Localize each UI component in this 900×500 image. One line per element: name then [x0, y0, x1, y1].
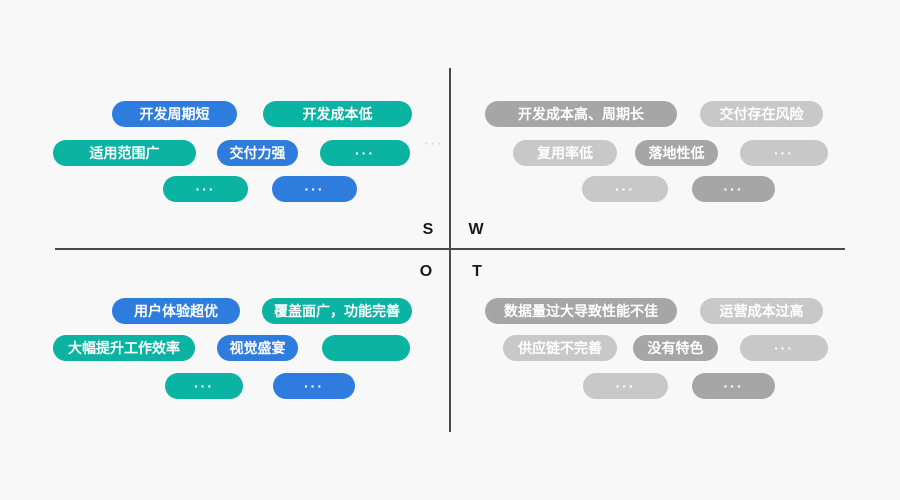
horizontal-axis-line: [55, 248, 845, 250]
swot-pill-threats: ···: [583, 373, 668, 399]
swot-pill-opportunities: 视觉盛宴: [217, 335, 298, 361]
swot-pill-weaknesses: 落地性低: [635, 140, 718, 166]
quadrant-letter-o: O: [419, 263, 433, 280]
swot-pill-threats: 运营成本过高: [700, 298, 823, 324]
swot-pill-weaknesses: 开发成本高、周期长: [485, 101, 677, 127]
quadrant-letter-s: S: [422, 221, 434, 238]
overflow-dots-background: ···: [424, 135, 444, 151]
swot-pill-opportunities: ···: [273, 373, 355, 399]
swot-pill-opportunities: 用户体验超优: [112, 298, 240, 324]
swot-pill-weaknesses: ···: [692, 176, 775, 202]
swot-pill-opportunities: [322, 335, 410, 361]
swot-pill-opportunities: 大幅提升工作效率: [53, 335, 195, 361]
swot-pill-weaknesses: 复用率低: [513, 140, 617, 166]
swot-pill-strengths: 交付力强: [217, 140, 298, 166]
swot-pill-threats: 没有特色: [633, 335, 718, 361]
swot-pill-threats: 供应链不完善: [503, 335, 617, 361]
swot-pill-strengths: 开发周期短: [112, 101, 237, 127]
swot-pill-opportunities: ···: [165, 373, 243, 399]
swot-pill-threats: ···: [692, 373, 775, 399]
swot-pill-weaknesses: ···: [740, 140, 828, 166]
swot-pill-strengths: 适用范围广: [53, 140, 196, 166]
swot-pill-strengths: ···: [163, 176, 248, 202]
quadrant-letter-w: W: [468, 221, 484, 238]
swot-pill-weaknesses: ···: [582, 176, 668, 202]
swot-pill-strengths: ···: [272, 176, 357, 202]
swot-pill-weaknesses: 交付存在风险: [700, 101, 823, 127]
swot-pill-opportunities: 覆盖面广，功能完善: [262, 298, 412, 324]
swot-pill-threats: 数据量过大导致性能不佳: [485, 298, 677, 324]
swot-pill-strengths: ···: [320, 140, 410, 166]
swot-pill-threats: ···: [740, 335, 828, 361]
swot-pill-strengths: 开发成本低: [263, 101, 412, 127]
quadrant-letter-t: T: [472, 263, 482, 280]
vertical-axis-line: [449, 68, 451, 432]
